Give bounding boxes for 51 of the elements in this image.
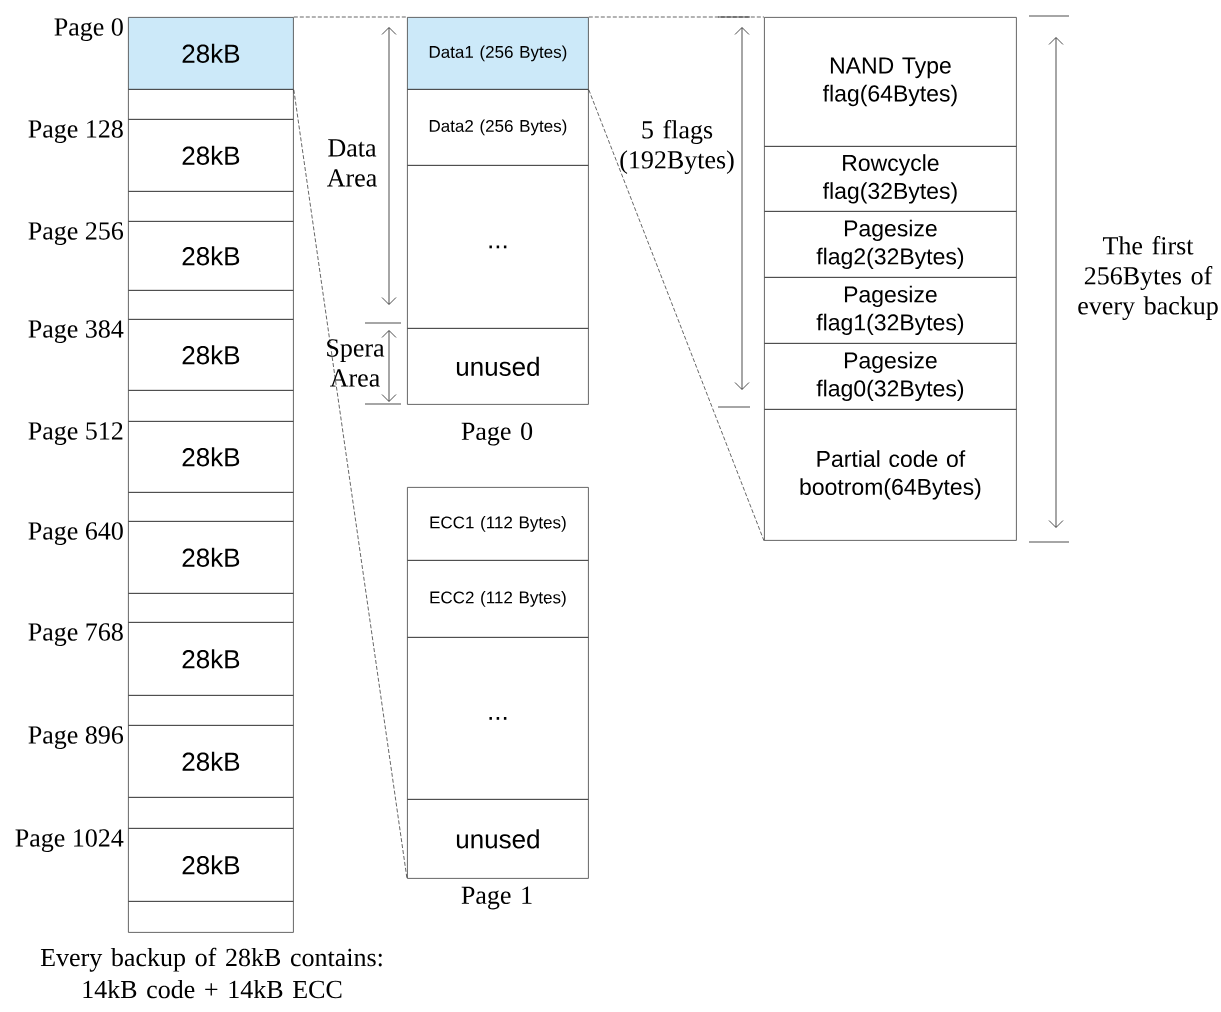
flag-field: Pagesize flag0(32Bytes)	[764, 343, 1017, 410]
empty-block	[128, 290, 294, 320]
flag-field: Pagesize flag2(32Bytes)	[764, 211, 1017, 278]
page-field: ECC1 (112 Bytes)	[407, 487, 589, 561]
zoom-line	[588, 89, 765, 542]
page-field: ECC2 (112 Bytes)	[407, 560, 589, 638]
flag-field: Pagesize flag1(32Bytes)	[764, 277, 1017, 344]
empty-block	[128, 492, 294, 522]
memory-block: 28kB	[128, 319, 294, 391]
memory-block: 28kB	[128, 17, 294, 90]
memory-block: 28kB	[128, 828, 294, 902]
page-field: unused	[407, 328, 589, 405]
zoom-line	[588, 16, 765, 18]
page-label: Page 0	[54, 18, 123, 42]
page-label: Page 256	[28, 222, 124, 246]
page-field: ...	[407, 165, 589, 329]
annotation: Data Area	[327, 139, 377, 187]
page-label: Page 512	[28, 422, 123, 445]
page-label: Page 128	[28, 120, 123, 144]
flag-field: Partial code of bootrom(64Bytes)	[764, 409, 1017, 541]
memory-block: 28kB	[128, 221, 294, 291]
caption: Every backup of 28kB contains: 14kB code + 14kB ECC	[40, 947, 382, 999]
annotation: 5 flags (192Bytes)	[620, 120, 734, 174]
page-field: unused	[407, 799, 589, 879]
page-label: Page 896	[28, 726, 124, 750]
memory-block: 28kB	[128, 521, 294, 594]
empty-block	[128, 390, 294, 422]
empty-block	[128, 89, 294, 120]
flag-field: Rowcycle flag(32Bytes)	[764, 146, 1017, 212]
memory-block: 28kB	[128, 622, 294, 696]
page-label: Page 384	[28, 320, 124, 344]
page-field: Data2 (256 Bytes)	[407, 89, 589, 166]
page-field: Data1 (256 Bytes)	[407, 17, 589, 90]
annotation: The first 256Bytes of every backup	[1078, 236, 1218, 320]
page-label: Page 768	[28, 623, 123, 647]
flag-field: NAND Type flag(64Bytes)	[764, 17, 1017, 147]
page-label: Page 1024	[15, 829, 124, 853]
memory-block: 28kB	[128, 119, 294, 192]
empty-block	[128, 797, 294, 829]
empty-block	[128, 593, 294, 623]
page-label: Page 640	[28, 522, 123, 546]
memory-block: 28kB	[128, 421, 294, 493]
zoom-line	[293, 16, 408, 18]
zoom-line	[293, 89, 408, 880]
empty-block	[128, 191, 294, 222]
annotation: Spera Area	[327, 339, 385, 387]
empty-block	[128, 901, 294, 933]
empty-block	[128, 695, 294, 726]
annotation: Page 0	[461, 422, 533, 446]
page-field: ...	[407, 637, 589, 800]
memory-block: 28kB	[128, 725, 294, 798]
